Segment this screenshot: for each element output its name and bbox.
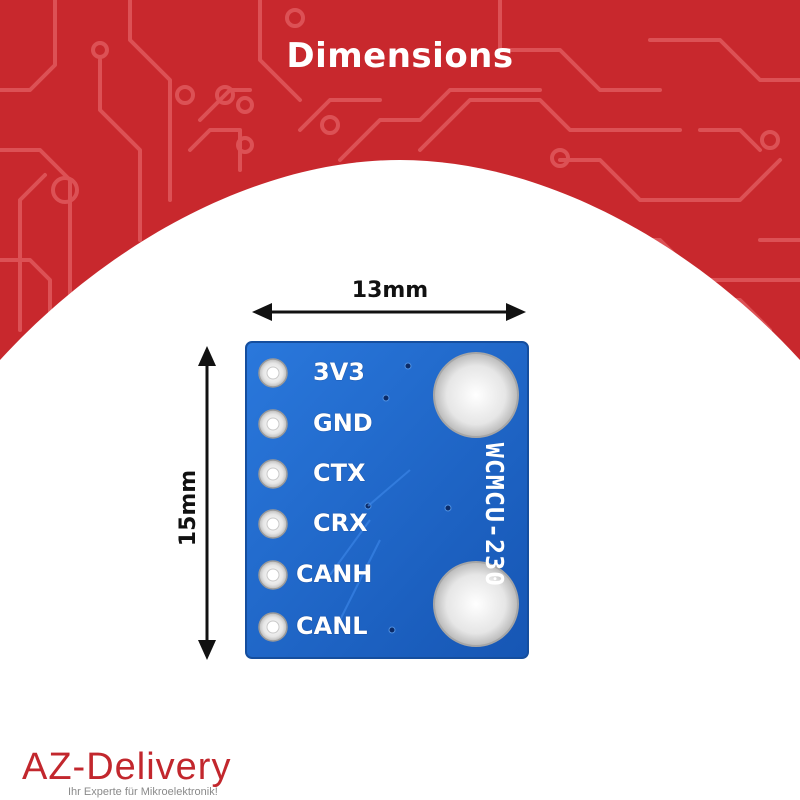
brand-logo-text: AZ-Delivery <box>22 746 232 788</box>
page-title: Dimensions <box>286 36 514 76</box>
vias <box>364 362 452 634</box>
brand-tagline: Ihr Experte für Mikroelektronik! <box>68 786 218 798</box>
pin-label-crx: CRX <box>313 509 368 537</box>
pin-label-ctx: CTX <box>313 459 366 487</box>
board-traces <box>329 469 411 621</box>
circuit-pattern <box>0 0 800 342</box>
width-dimension-label: 13mm <box>351 278 429 303</box>
height-dimension-label: 15mm <box>176 469 201 547</box>
pin-label-canl: CANL <box>296 612 368 640</box>
pin-label-canh: CANH <box>296 560 373 588</box>
mounting-hole-bottom <box>433 561 519 647</box>
mounting-hole-top <box>433 352 519 438</box>
brand-logo: AZ-Delivery Ihr Experte für Mikroelektro… <box>22 746 232 798</box>
height-arrow <box>198 346 216 660</box>
width-arrow <box>252 303 526 321</box>
pcb-board <box>245 341 529 659</box>
pin-label-3v3: 3V3 <box>313 358 365 386</box>
board-model-marking: WCMCU-230 <box>480 442 509 588</box>
header-pads <box>258 358 288 642</box>
pin-label-gnd: GND <box>313 409 373 437</box>
